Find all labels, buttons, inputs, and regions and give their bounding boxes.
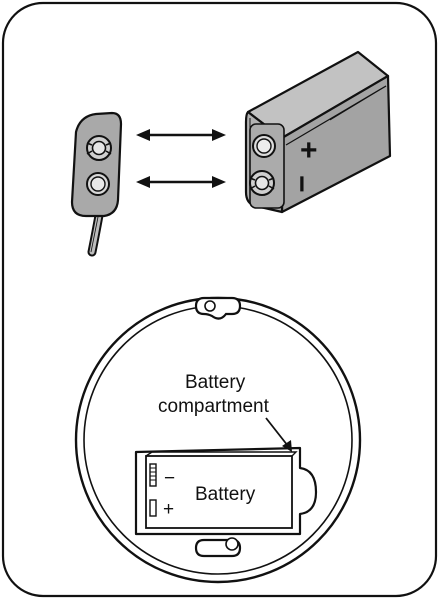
compartment-battery-label: Battery	[195, 484, 256, 505]
connector-body	[70, 111, 123, 218]
battery-compartment: − + Battery	[134, 446, 318, 536]
arrow-bottom	[136, 176, 226, 188]
device-housing	[74, 296, 362, 584]
compartment-battery	[145, 455, 293, 529]
callout-line-1: Battery	[185, 372, 246, 393]
battery-terminal-minus	[249, 170, 275, 196]
callout-leader	[265, 417, 289, 447]
nine-volt-battery: + −	[244, 50, 392, 214]
snap-connector	[70, 111, 123, 257]
arrow-top	[136, 129, 226, 141]
connector-terminal-top	[86, 135, 112, 161]
connector-terminal-bottom	[86, 172, 110, 196]
callout-line-2: compartment	[158, 396, 270, 417]
compartment-plus-symbol: +	[163, 499, 174, 520]
compartment-minus-symbol: −	[164, 468, 175, 489]
battery-minus-symbol: −	[285, 175, 318, 193]
battery-plus-symbol: +	[300, 134, 318, 167]
compartment-callout: Battery compartment	[158, 372, 292, 452]
battery-terminal-plus	[252, 134, 276, 158]
